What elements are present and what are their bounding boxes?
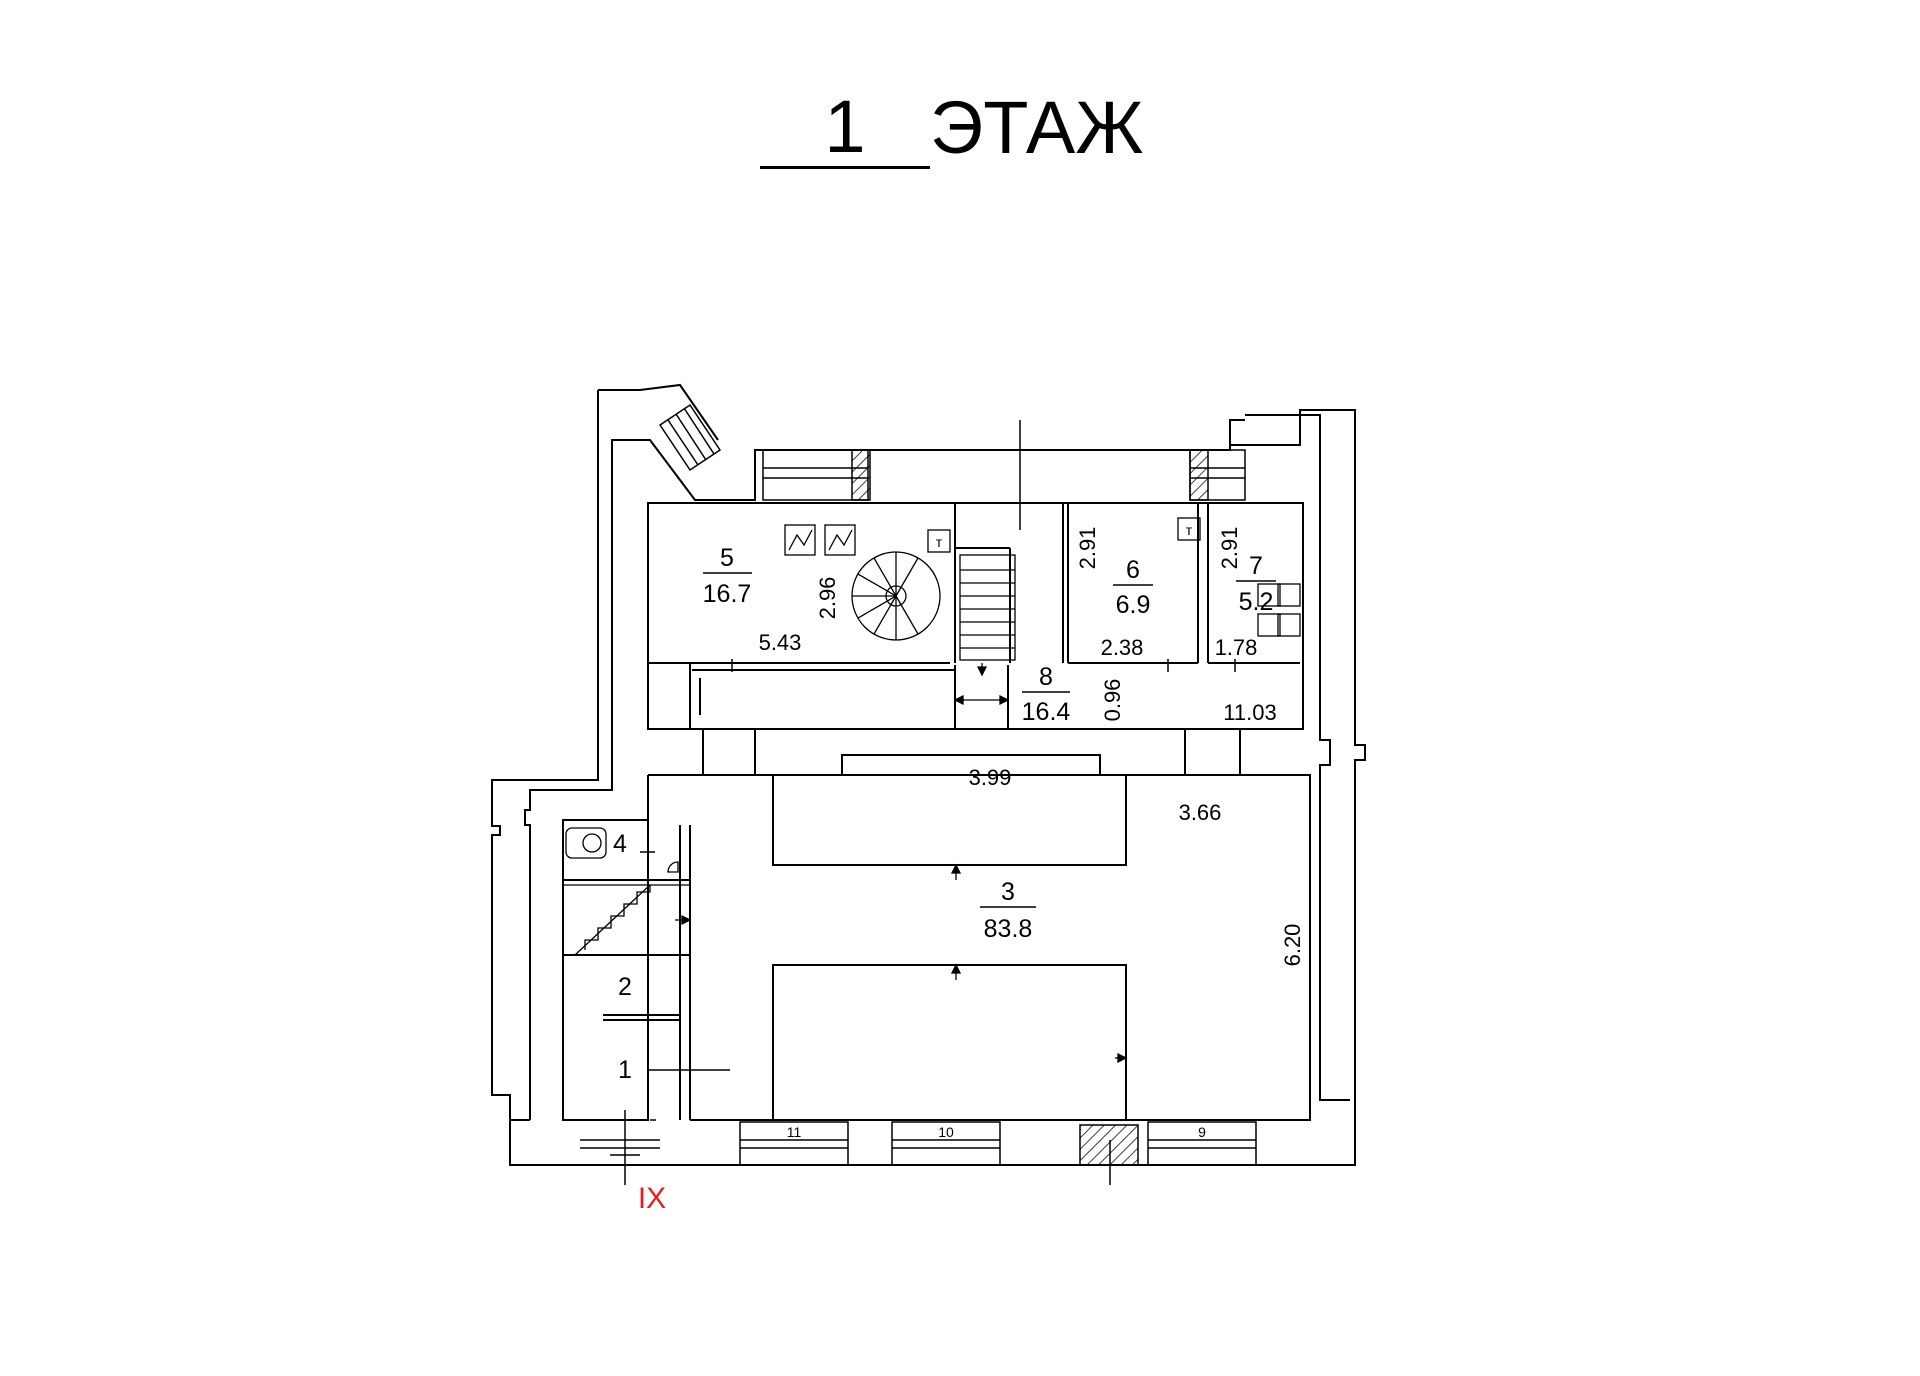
dim-room5-height: 2.96 (815, 577, 840, 620)
dim-room5-width: 5.43 (759, 630, 802, 655)
dim-corridor-width: 0.96 (1100, 679, 1125, 722)
room-2-number: 2 (618, 973, 632, 1001)
stairs (563, 551, 1016, 956)
room-4-number: 4 (613, 830, 627, 858)
room-7-number: 7 (1249, 552, 1263, 580)
window-number-11: 11 (787, 1124, 802, 1140)
dim-room7-height: 2.91 (1217, 527, 1242, 570)
room-8-area: 16.4 (1022, 698, 1071, 726)
room-5-area: 16.7 (703, 580, 752, 608)
dim-corridor-length: 11.03 (1223, 700, 1276, 725)
room-5-number: 5 (720, 544, 734, 572)
section-lines (610, 420, 1236, 1185)
room-3-number: 3 (1001, 878, 1015, 906)
dim-room6-width: 2.38 (1101, 635, 1144, 660)
interior-walls (562, 502, 1311, 1121)
room-8-number: 8 (1039, 663, 1053, 691)
windows (580, 403, 1257, 1166)
dim-hall-top-1: 3.99 (969, 765, 1012, 790)
dim-room7-width: 1.78 (1215, 635, 1258, 660)
dim-room6-height: 2.91 (1075, 527, 1100, 570)
section-mark: IX (638, 1182, 666, 1215)
floor-word: ЭТАЖ (930, 86, 1144, 169)
svg-text:т: т (936, 534, 943, 550)
window-number-9: 9 (1198, 1124, 1206, 1140)
window-number-10: 10 (938, 1124, 954, 1140)
svg-text:т: т (1186, 522, 1193, 538)
window-numbers: 11 10 9 (787, 1124, 1206, 1140)
door-arrows (675, 663, 1128, 1064)
fixtures: т т (565, 517, 1301, 873)
room-3-area: 83.8 (984, 915, 1033, 943)
dim-hall-top-2: 3.66 (1179, 800, 1222, 825)
dim-hall-height: 6.20 (1280, 924, 1305, 967)
room-6-area: 6.9 (1116, 591, 1151, 619)
dimension-labels: 5.43 2.96 2.91 2.38 2.91 1.78 0.96 11.03… (759, 527, 1305, 967)
room-6-number: 6 (1126, 556, 1140, 584)
floor-number: 1 (760, 88, 930, 169)
room-7-area: 5.2 (1239, 588, 1274, 616)
room-labels: 5 16.7 6 6.9 7 5.2 8 16.4 3 83.8 4 2 1 (613, 544, 1276, 1084)
room-1-number: 1 (618, 1056, 632, 1084)
